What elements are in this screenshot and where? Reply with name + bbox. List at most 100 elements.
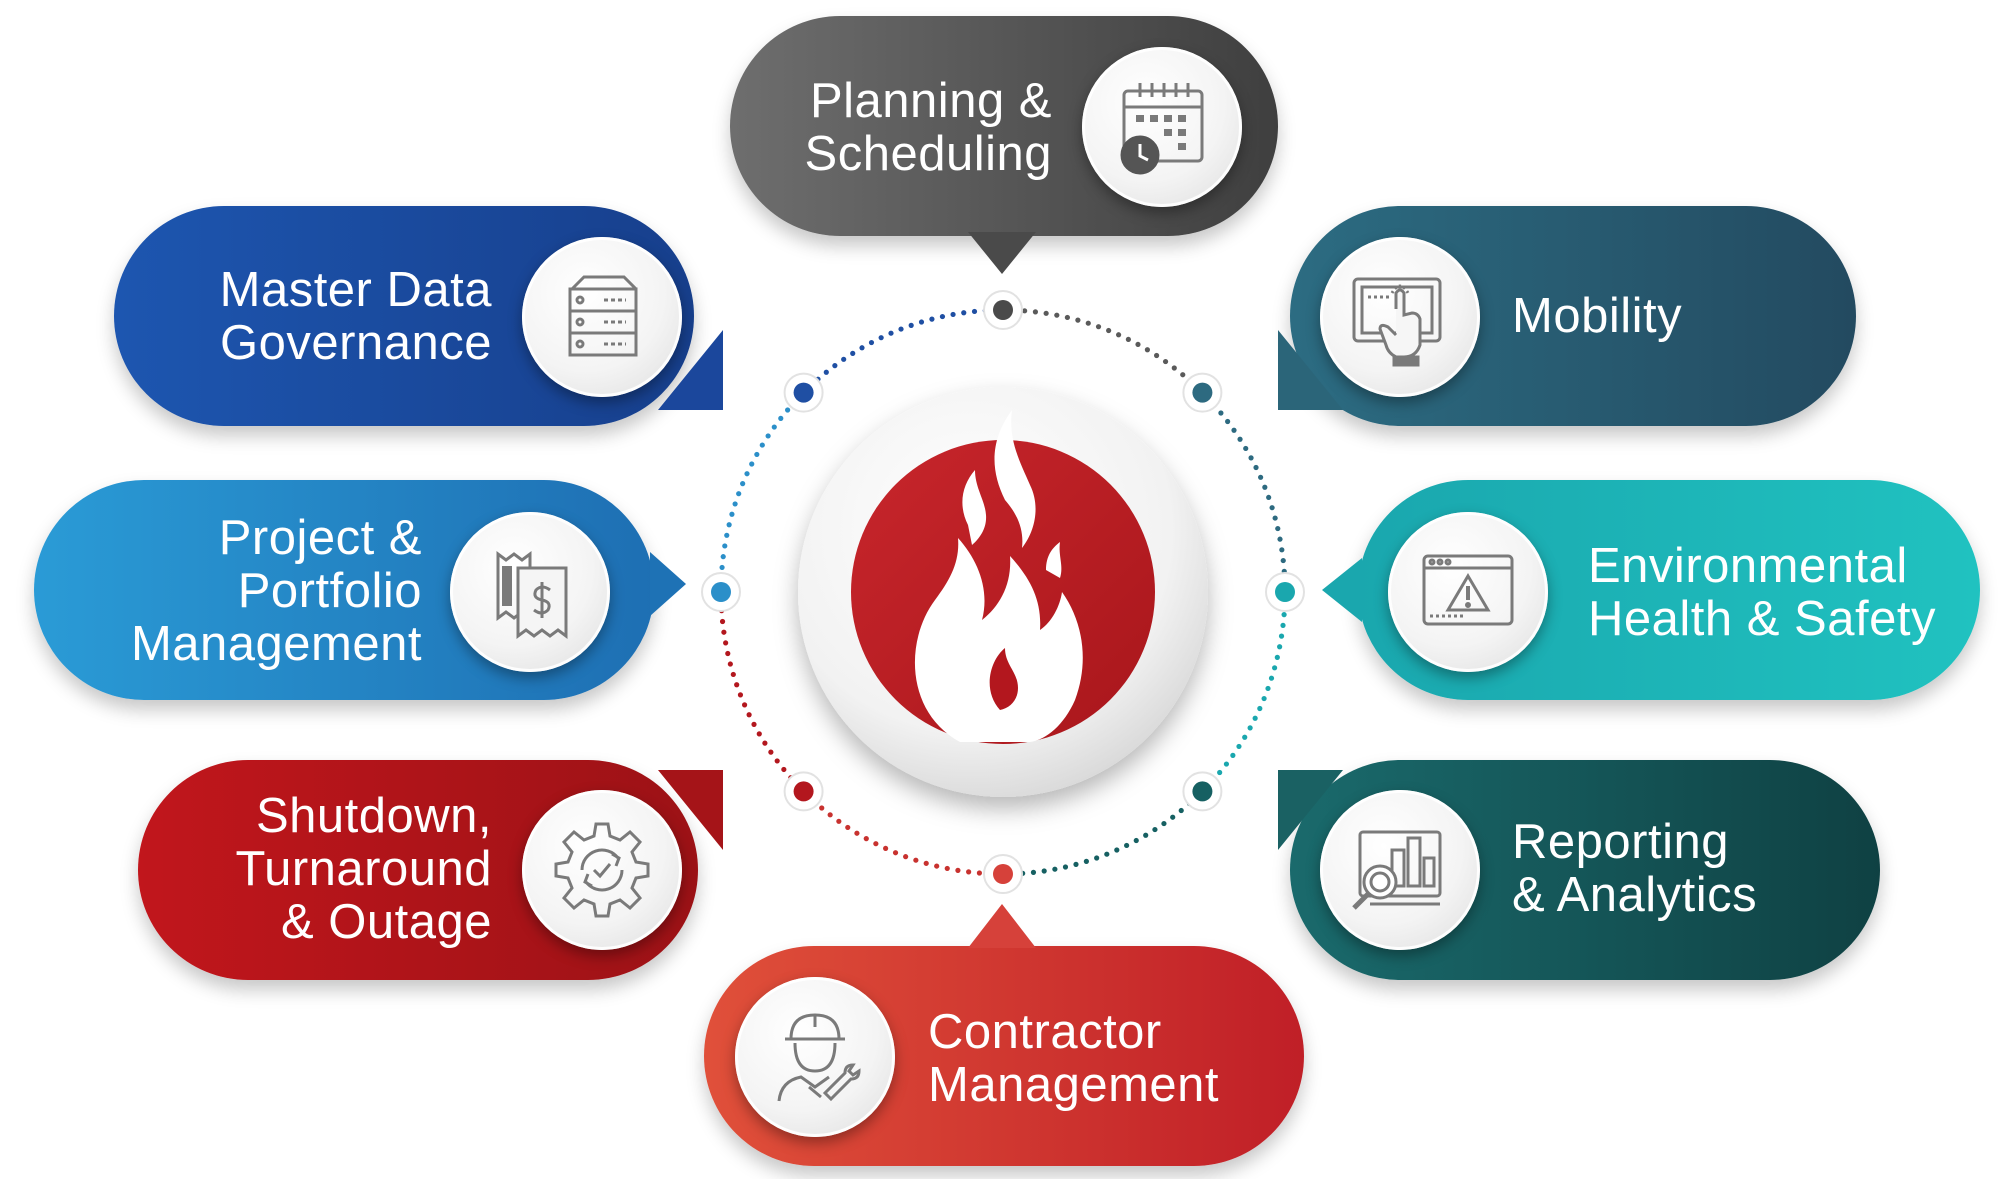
ring-dot: [721, 629, 727, 635]
ring-dot: [845, 824, 851, 831]
ring-dot: [1180, 372, 1186, 378]
ring-dot: [1258, 474, 1264, 480]
module-label: Reporting& Analytics: [1512, 815, 1758, 922]
ring-dot: [730, 671, 736, 678]
ring-node-center: [1275, 582, 1295, 602]
ring-dot: [819, 805, 825, 811]
ring-dot: [727, 661, 733, 667]
ring-dot: [723, 640, 729, 646]
callout-tail: [650, 552, 686, 616]
ring-dot: [1106, 327, 1112, 334]
ring-dot: [741, 702, 748, 708]
gear-cycle-icon: [522, 790, 682, 950]
ring-dot: [1218, 410, 1224, 416]
ring-dot: [1170, 814, 1176, 820]
ring-dot: [1268, 675, 1275, 681]
ring-node-center: [1192, 781, 1213, 802]
ring-dot: [1253, 464, 1259, 471]
ring-dot: [1277, 644, 1283, 650]
ring-dot: [781, 766, 787, 773]
ring-dot: [744, 471, 750, 477]
ring-dot: [1242, 734, 1248, 740]
ring-dot: [955, 867, 961, 873]
ring-dot: [1279, 547, 1285, 553]
callout-tail: [1322, 558, 1362, 622]
ring-dot: [729, 511, 735, 517]
ring-dot: [1261, 695, 1267, 702]
ring-dot: [1064, 314, 1070, 321]
ring-dot: [850, 350, 856, 356]
ring-dot: [1272, 515, 1278, 521]
ring-dot: [1237, 436, 1243, 442]
ring-dot: [1094, 855, 1100, 861]
ring-dot: [1104, 851, 1110, 857]
module-label: Shutdown,Turnaround& Outage: [235, 789, 492, 949]
ring-dot: [719, 618, 726, 625]
ring-dot: [863, 836, 869, 842]
touch-screen-icon: [1320, 237, 1480, 397]
ring-dot: [1030, 869, 1037, 875]
ring-dot: [1161, 820, 1167, 827]
ring-dot: [759, 442, 765, 448]
ring-node-center: [793, 382, 814, 403]
ring-dot: [1162, 358, 1169, 365]
ring-dot: [918, 319, 925, 325]
ring-dot: [1275, 525, 1281, 532]
ring-dot: [913, 857, 919, 863]
ring-dot: [1115, 332, 1122, 338]
ring-dot: [1231, 427, 1237, 433]
ring-dot: [971, 308, 978, 315]
ring-dot: [785, 407, 791, 413]
ring-dot: [1095, 324, 1102, 330]
ring-dot: [923, 860, 929, 866]
ring-dot: [823, 369, 829, 375]
ring-dot: [1022, 308, 1028, 314]
ring-dot: [1143, 832, 1149, 838]
ring-dot: [966, 869, 972, 875]
ring-dot: [1248, 455, 1254, 461]
ring-dot: [1054, 312, 1060, 318]
ring-dot: [939, 313, 946, 320]
ring-dot: [827, 812, 833, 818]
ring-dot: [719, 564, 725, 571]
ring-dot: [749, 461, 755, 467]
ring-dot: [765, 433, 771, 439]
ring-dot: [1085, 320, 1091, 326]
ring-dot: [754, 451, 760, 458]
ring-dot: [1032, 309, 1039, 315]
ring-dot: [771, 424, 777, 430]
ring-dot: [841, 356, 847, 362]
ring-dot: [774, 758, 780, 764]
ring-dot: [751, 721, 757, 727]
ring-dot: [1280, 622, 1286, 628]
chart-magnifier-icon: [1320, 790, 1480, 950]
ring-dot: [1236, 743, 1242, 750]
ring-dot: [740, 481, 746, 487]
ring-dot: [768, 749, 774, 755]
worker-wrench-icon: [735, 977, 895, 1137]
ring-node-center: [993, 300, 1013, 320]
ring-dot: [1144, 347, 1150, 353]
ring-dot: [734, 682, 740, 688]
ring-dot: [961, 310, 967, 316]
ring-dot: [1257, 705, 1263, 712]
ring-dot: [1124, 842, 1130, 849]
ring-dot: [1266, 494, 1272, 501]
warning-window-icon: [1388, 512, 1548, 672]
ring-dot: [1152, 826, 1158, 833]
ring-dot: [1133, 837, 1139, 844]
ring-dot: [883, 845, 889, 852]
ring-dot: [934, 863, 940, 869]
ring-dot: [944, 865, 950, 872]
ring-dot: [950, 311, 956, 318]
ring-dot: [1272, 665, 1278, 671]
ring-dot: [746, 712, 752, 718]
ring-dot: [725, 650, 731, 657]
ring-dot: [756, 731, 762, 737]
ring-dot: [878, 335, 884, 341]
ring-node-center: [711, 582, 731, 602]
ring-node-center: [793, 781, 814, 802]
ring-dot: [1225, 418, 1231, 425]
ring-dot: [1247, 725, 1253, 731]
